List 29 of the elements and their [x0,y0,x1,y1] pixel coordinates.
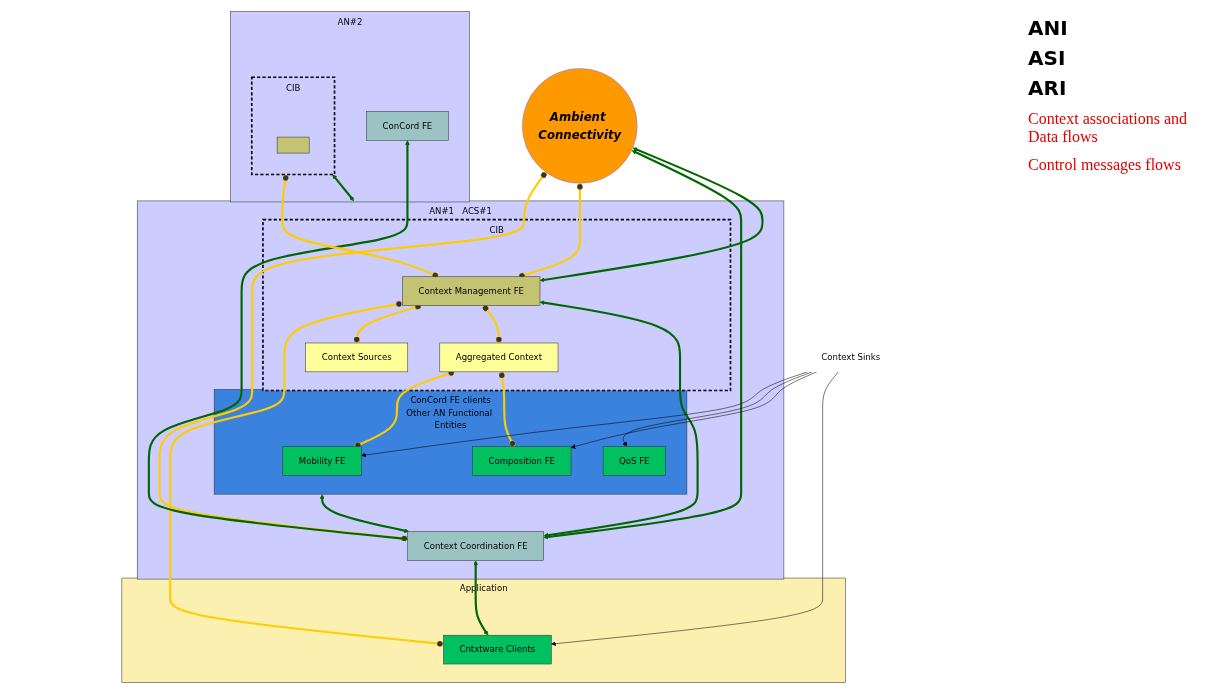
node-box: Cntxtware Clients [443,634,552,665]
node-circle: Ambient Connectivity [522,68,638,184]
connector [498,371,516,448]
node-box: Context Sources [305,342,408,373]
arrow [332,174,355,202]
connector [482,304,503,343]
legend-text: Context associations and Data flows [1028,110,1189,146]
node-box: Context Management FE [402,276,541,306]
arrow [539,147,764,283]
node-box: Aggregated Context [439,342,559,373]
legend-text: Control messages flows [1028,156,1182,174]
arrow [473,560,489,636]
node-box [276,136,310,154]
node-box: Mobility FE [282,446,362,476]
connector [169,300,444,647]
node-box: Composition FE [472,446,572,476]
arrow [539,300,699,538]
interface-label: ANI [1028,16,1069,40]
arrow [147,140,410,541]
node-box: Context Coordination FE [407,531,544,561]
node-box: ConCord FE [366,111,449,141]
interface-label: ASI [1028,46,1067,70]
node-text: Context Sinks [821,352,881,363]
connector [158,171,548,542]
arrow [319,494,409,533]
node-box: QoS FE [602,446,666,476]
interface-label: ARI [1028,76,1068,100]
arrow [543,150,743,540]
cluster: CIB [250,76,336,176]
